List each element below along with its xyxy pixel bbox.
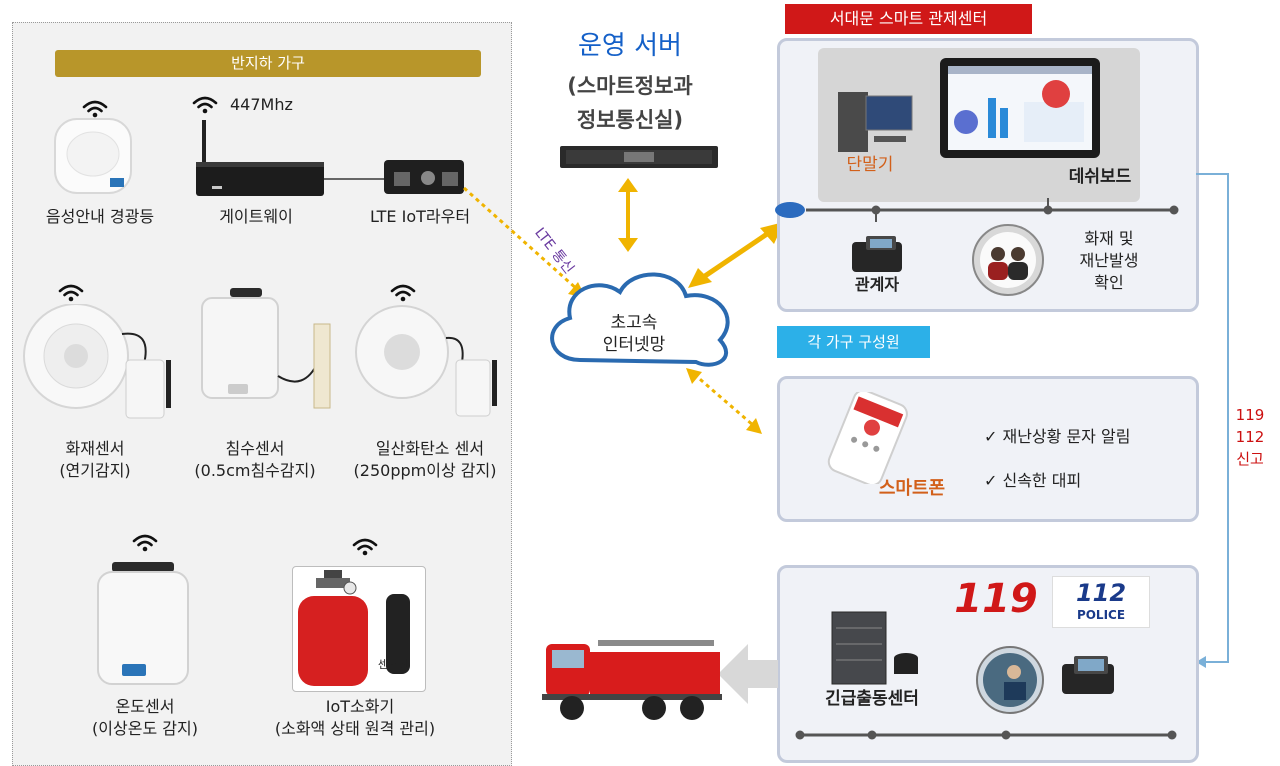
logo-police-text: POLICE bbox=[1076, 608, 1126, 622]
gateway-label: 게이트웨이 bbox=[219, 207, 293, 226]
cloud-label-2: 인터넷망 bbox=[602, 335, 666, 355]
fire-sensor-label-2: (연기감지) bbox=[59, 461, 131, 480]
desktop-terminal-icon bbox=[838, 92, 913, 152]
speaker-label: 음성안내 경광등 bbox=[45, 207, 155, 226]
dashboard-label: 데쉬보드 bbox=[1068, 167, 1132, 187]
co-sensor-label-2: (250ppm이상 감지) bbox=[353, 461, 497, 480]
cloud-household-arrow bbox=[686, 368, 762, 434]
temperature-sensor-label-2: (이상온도 감지) bbox=[92, 719, 198, 738]
flood-sensor-icon bbox=[201, 288, 331, 409]
co-sensor-label-1: 일산화탄소 센서 bbox=[375, 439, 485, 458]
dashboard-tablet-icon bbox=[940, 58, 1100, 158]
sensor-bell-label: 센서벨 bbox=[377, 658, 409, 671]
frequency-label: 447Mhz bbox=[230, 95, 293, 114]
cloud-label-1: 초고속 bbox=[610, 313, 658, 333]
confirm-label-1: 화재 및 bbox=[1084, 229, 1134, 248]
logo-112-number: 112 bbox=[1075, 579, 1127, 607]
speaker-light-icon bbox=[54, 118, 132, 194]
smartphone-icon bbox=[827, 392, 908, 484]
household-members-banner: 각 가구 구성원 bbox=[777, 326, 930, 358]
smartphone-label: 스마트폰 bbox=[878, 478, 946, 499]
emergency-network-bus bbox=[795, 730, 1177, 740]
operation-server-subtitle-1: (스마트정보과 bbox=[567, 74, 693, 98]
temperature-sensor-icon bbox=[97, 562, 189, 685]
temperature-sensor-label-1: 온도센서 bbox=[115, 697, 175, 716]
report-number-bg bbox=[1230, 404, 1270, 472]
fire-sensor-icon bbox=[23, 304, 171, 419]
report-label: 신고 bbox=[1236, 450, 1264, 468]
fire-extinguisher-icon bbox=[298, 570, 410, 686]
emergency-server-icon bbox=[831, 611, 918, 685]
wifi-icon bbox=[352, 538, 378, 556]
logo-119: 119 bbox=[954, 576, 1038, 622]
lte-router-icon bbox=[384, 160, 464, 194]
emergency-report-line bbox=[1196, 173, 1229, 668]
operator-icon bbox=[976, 646, 1044, 714]
basement-household-banner: 반지하 가구 bbox=[55, 50, 481, 77]
gateway-device-icon bbox=[196, 120, 392, 196]
wifi-icon bbox=[82, 100, 108, 118]
report-119: 119 bbox=[1235, 406, 1265, 424]
rack-server-icon bbox=[560, 146, 718, 168]
check-quick-evacuation: ✓ 신속한 대피 bbox=[984, 471, 1082, 490]
flood-sensor-label-1: 침수센서 bbox=[225, 439, 285, 458]
control-center-banner: 서대문 스마트 관제센터 bbox=[785, 4, 1032, 34]
co-sensor-icon bbox=[355, 305, 497, 417]
extinguisher-label-2: (소화액 상태 원격 관리) bbox=[274, 719, 436, 738]
staff-meeting-icon bbox=[972, 224, 1044, 296]
check-disaster-sms: ✓ 재난상황 문자 알림 bbox=[984, 427, 1131, 446]
fire-sensor-label-1: 화재센서 bbox=[65, 439, 125, 458]
logo-112-police: 112 POLICE bbox=[1052, 576, 1150, 628]
operation-server-title: 운영 서버 bbox=[578, 31, 682, 61]
fire-truck-icon bbox=[542, 640, 722, 720]
flood-sensor-label-2: (0.5cm침수감지) bbox=[194, 461, 316, 480]
terminal-label: 단말기 bbox=[846, 155, 894, 175]
staff-label: 관계자 bbox=[854, 275, 900, 294]
report-112: 112 bbox=[1235, 428, 1265, 446]
extinguisher-label-1: IoT소화기 bbox=[325, 697, 395, 716]
network-bus bbox=[775, 198, 1179, 222]
internet-cloud-icon bbox=[550, 272, 730, 367]
confirm-label-3: 확인 bbox=[1094, 273, 1124, 292]
lte-router-label: LTE IoT라우터 bbox=[369, 207, 471, 226]
wifi-icon bbox=[58, 284, 84, 302]
operation-server-subtitle-2: 정보통신실) bbox=[576, 108, 684, 132]
dispatch-arrow bbox=[718, 644, 778, 704]
wifi-icon bbox=[132, 534, 158, 552]
confirm-label-2: 재난발생 bbox=[1079, 251, 1139, 270]
emergency-center-label: 긴급출동센터 bbox=[825, 689, 919, 709]
wifi-icon bbox=[192, 96, 218, 114]
emergency-phone-icon bbox=[1062, 656, 1114, 694]
server-cloud-arrow bbox=[618, 178, 638, 252]
desk-phone-icon bbox=[852, 236, 902, 272]
wifi-icon bbox=[390, 284, 416, 302]
